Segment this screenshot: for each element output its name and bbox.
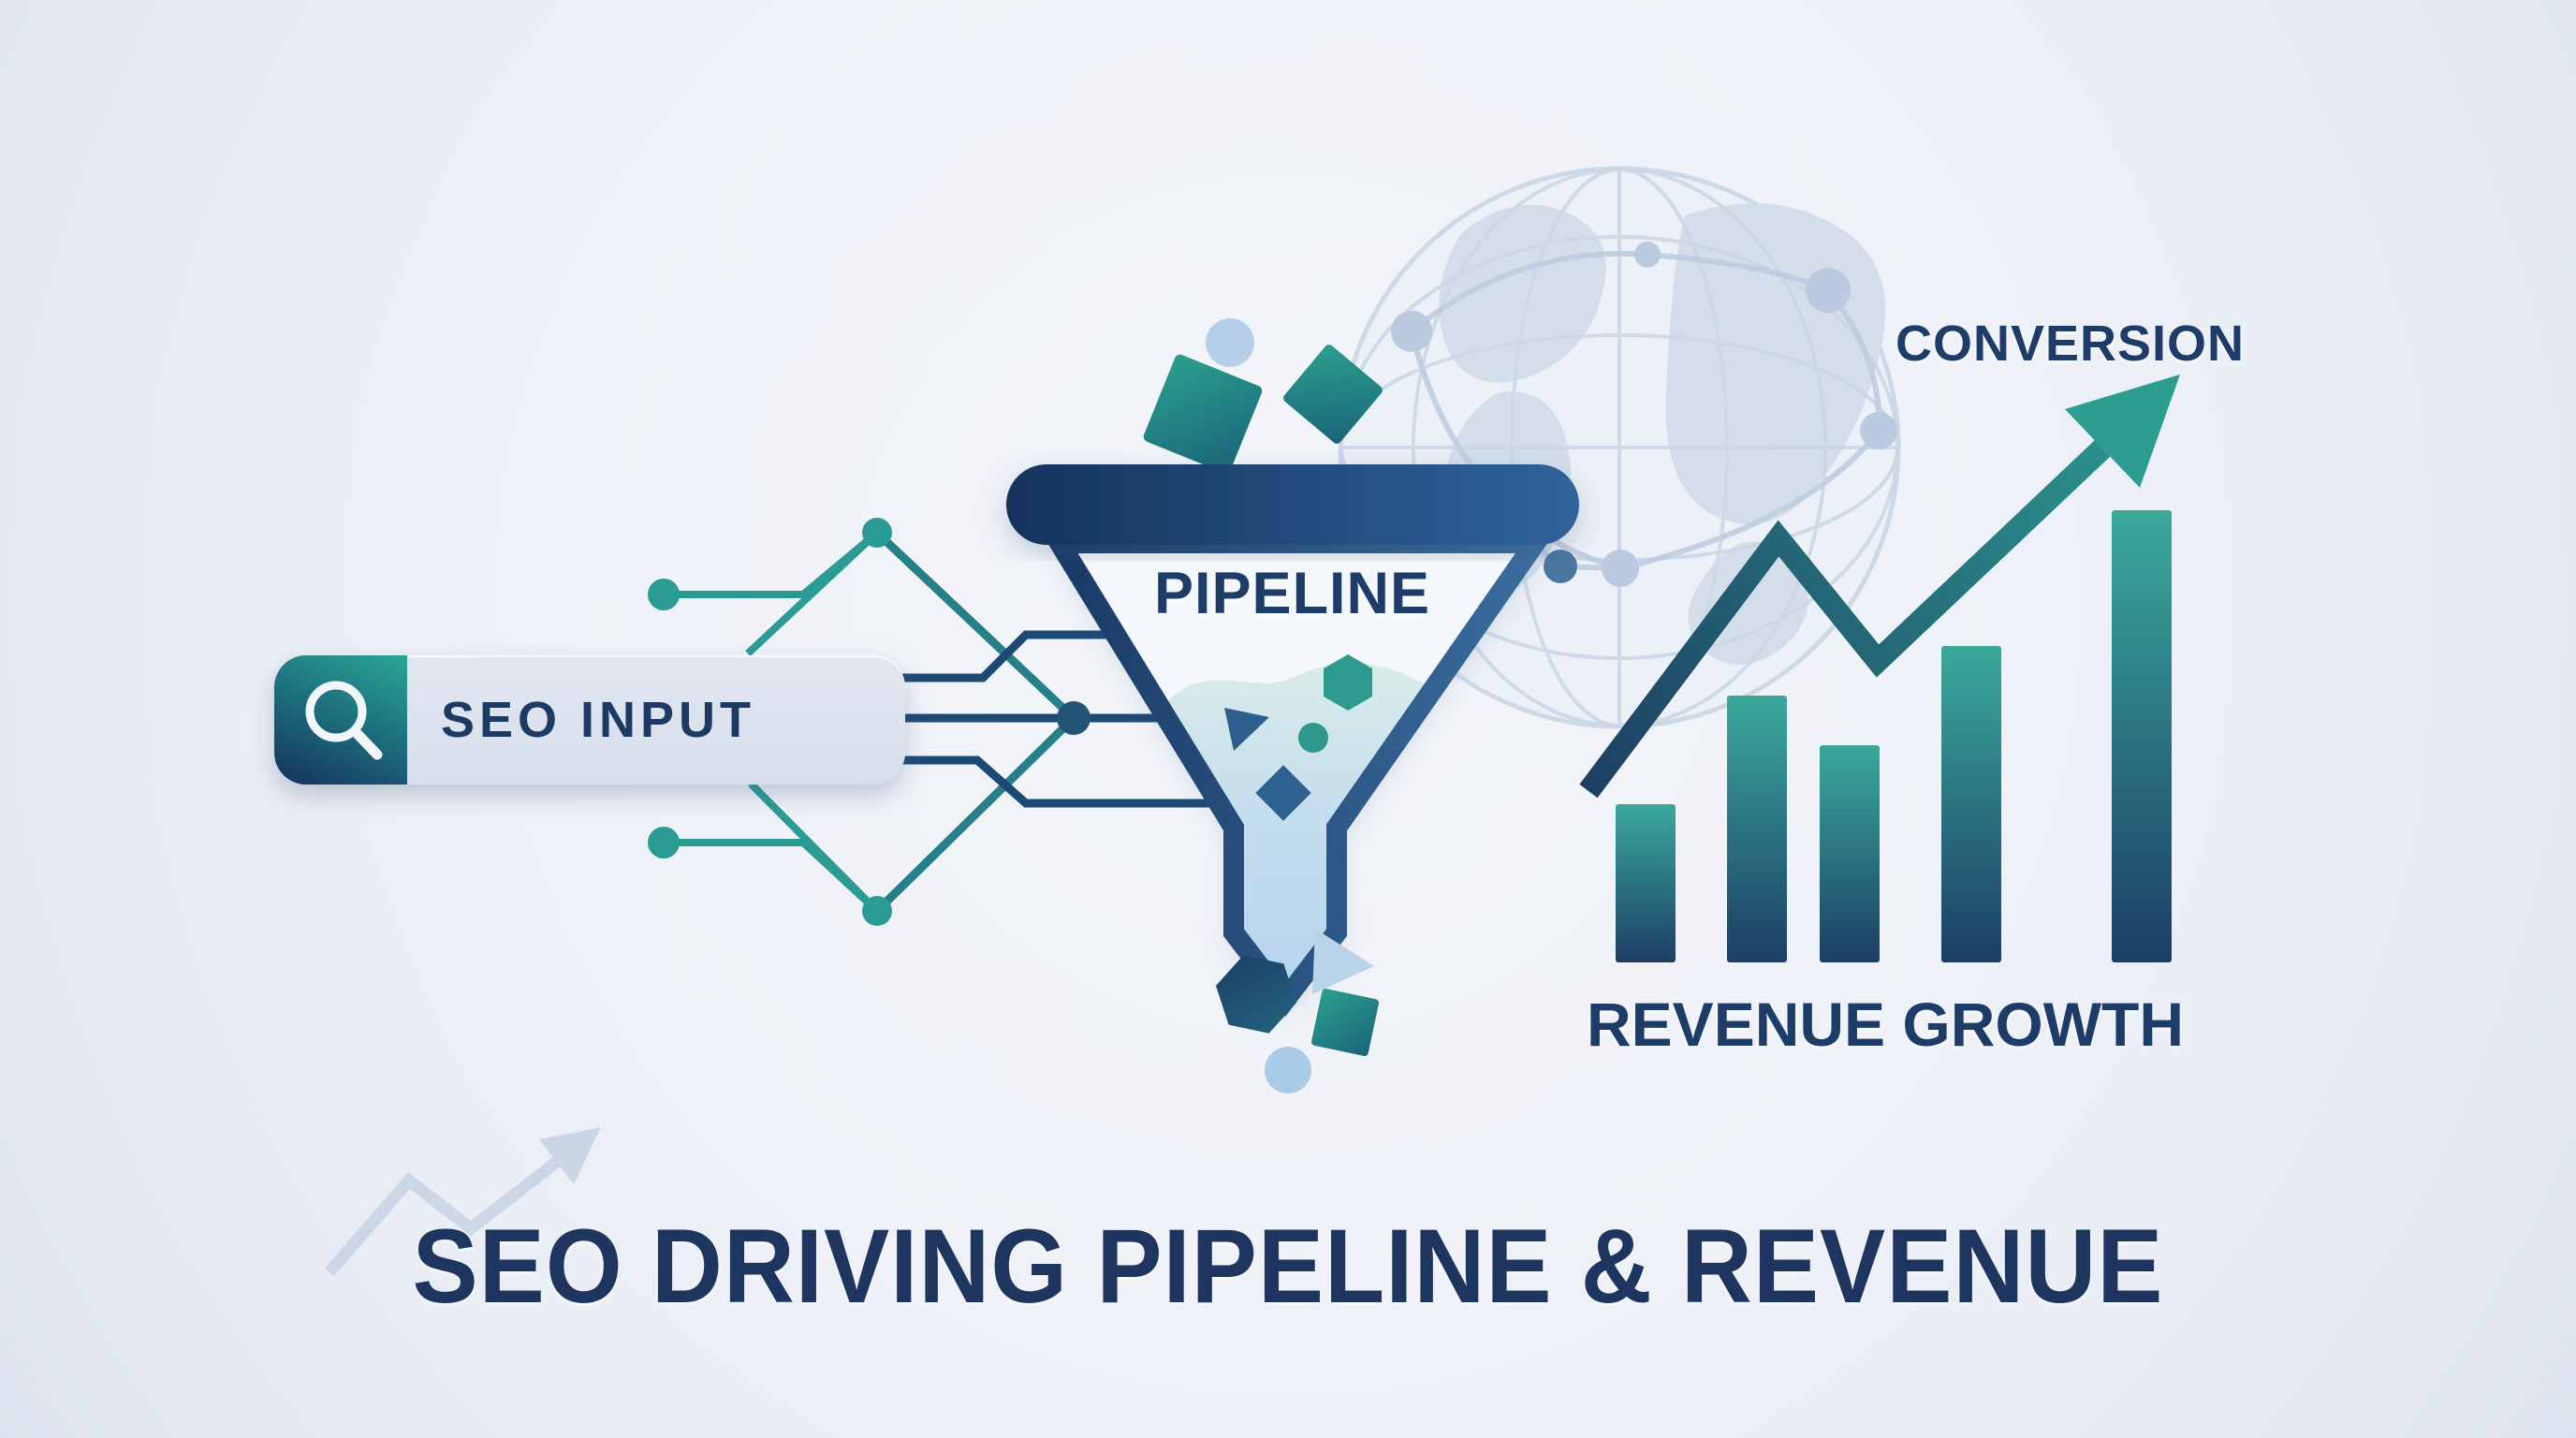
search-icon [305,681,383,760]
liquid-triangle-shape [1224,708,1269,751]
liquid-hexagon-shape [1324,654,1372,711]
seo-network-diagram [648,518,1217,926]
pipeline-funnel [1006,354,1579,1018]
liquid-circle-shape [1298,723,1328,753]
revenue-bar [1616,804,1676,962]
conversion-trend-line [1579,440,2111,799]
dropped-square-shape [1310,988,1380,1057]
watermark-trend-arrow-icon [324,1127,601,1277]
seo-search-bar[interactable]: SEO INPUT [274,655,905,785]
revenue-bar [2112,510,2172,962]
revenue-growth-label: REVENUE GROWTH [1587,990,2185,1059]
falling-shapes [1206,318,1383,1093]
dropped-circle-shape [1265,1047,1311,1093]
liquid-diamond-shape [1255,765,1311,821]
search-bar-label: SEO INPUT [441,692,756,748]
conversion-label: CONVERSION [1895,315,2246,372]
dropped-triangle-shape [1312,929,1374,994]
funnel-top-bar [1006,464,1579,545]
falling-circle-shape [1206,318,1254,367]
search-icon-block[interactable] [274,655,407,785]
bar-group [1616,510,2172,962]
revenue-bar [1941,646,2001,962]
funnel-liquid [1156,654,1446,1000]
revenue-bar [1820,745,1880,962]
funnel-label: PIPELINE [1154,561,1431,626]
revenue-bar [1727,696,1787,962]
revenue-bar-chart [1579,374,2180,962]
conversion-arrowhead-icon [2065,374,2180,488]
dropped-hexagon-shape [1215,955,1297,1034]
falling-square-shape [1143,354,1263,474]
page-title: SEO DRIVING PIPELINE & REVENUE [412,1208,2164,1325]
network-node [648,518,1090,926]
falling-diamond-shape [1283,345,1383,444]
